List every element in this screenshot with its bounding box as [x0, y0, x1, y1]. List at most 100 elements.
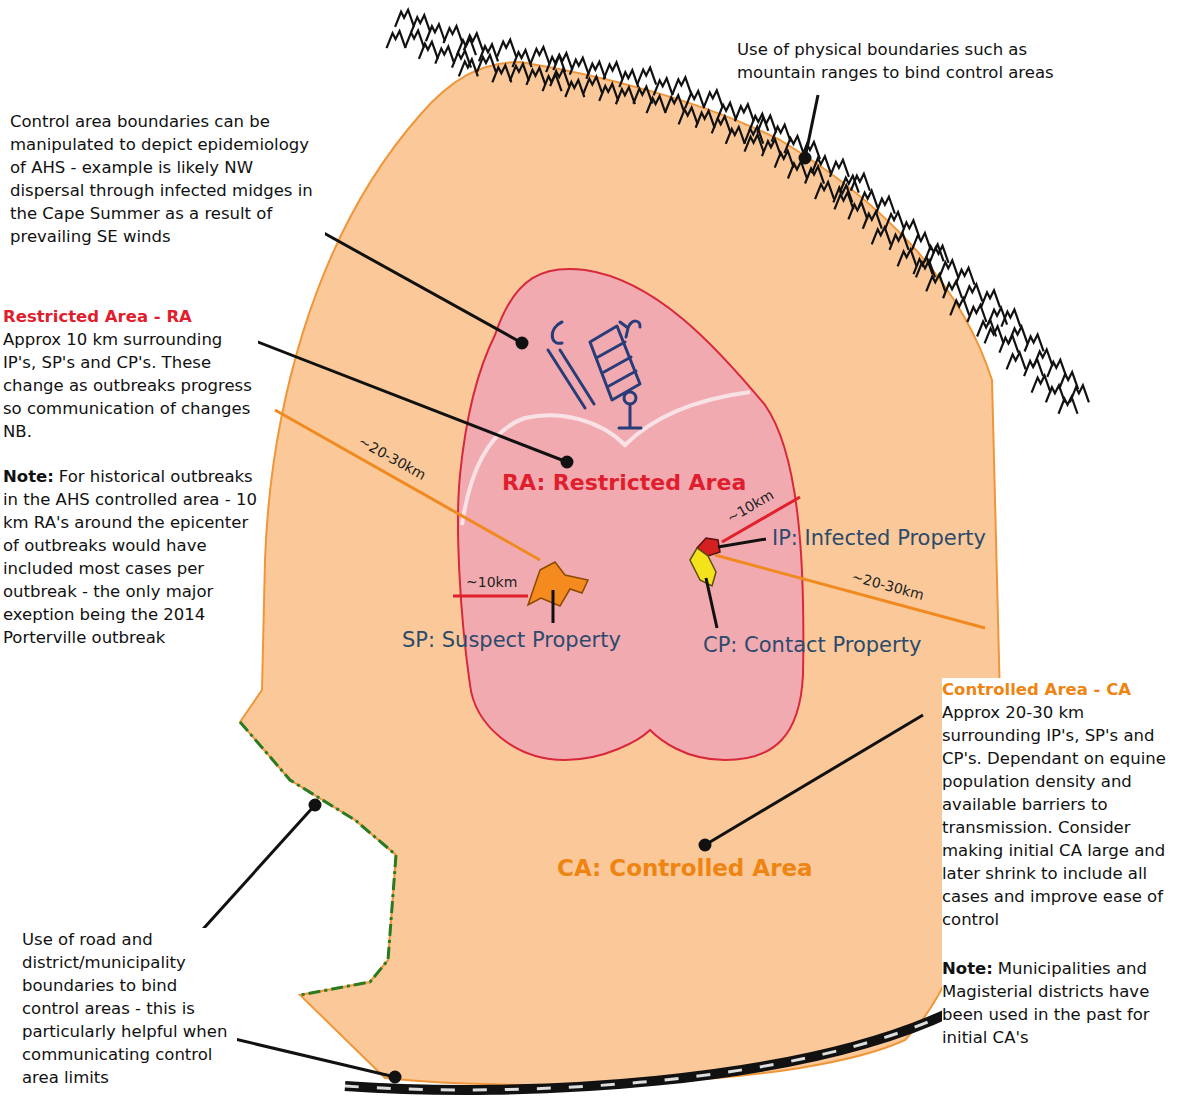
mountain-peak	[1032, 376, 1051, 393]
mountain-peak	[1024, 359, 1043, 376]
mountain-peak	[1009, 327, 1028, 344]
mountain-peak	[510, 64, 529, 81]
annotation-text: Use of road and district/municipality bo…	[22, 928, 237, 1089]
midge-body	[590, 326, 640, 400]
note-text: For historical outbreaks in the AHS cont…	[3, 467, 257, 647]
leader-line	[322, 232, 522, 343]
region-shape	[240, 62, 1000, 1085]
annotation-column: Controlled Area - CAApprox 20-30 km surr…	[942, 678, 1184, 1049]
restricted-area-region: RA: Restricted Area	[455, 265, 807, 762]
mountain-peak	[872, 227, 891, 244]
midge-antenna	[552, 322, 562, 343]
mountain-peak	[963, 284, 982, 301]
midge-leg	[560, 350, 594, 404]
leader-line	[706, 578, 717, 628]
controlled-radius-line	[275, 410, 540, 560]
leader-line	[805, 95, 818, 158]
mountain-peak	[876, 197, 895, 214]
mountain-peak	[426, 24, 445, 41]
mountain-peak	[735, 104, 754, 121]
note-heading: Note:	[942, 959, 993, 978]
leader-line	[552, 590, 555, 623]
leader-dot	[562, 457, 572, 467]
mountain-peak	[565, 80, 584, 97]
mountain-peak	[619, 70, 638, 87]
mountain-peak	[890, 233, 909, 250]
annotation-heading: Restricted Area - RA	[3, 305, 258, 328]
mountain-peak	[939, 260, 958, 277]
annotation-text: Approx 20-30 km surrounding IP's, SP's a…	[942, 701, 1184, 931]
mountain-peak	[981, 290, 1000, 307]
mountain-peak	[848, 202, 867, 219]
region-shape	[458, 269, 803, 760]
mountain-peak	[526, 68, 545, 85]
mountain-peak	[464, 33, 483, 50]
midge-stem	[619, 404, 641, 428]
mountain-peak	[717, 103, 736, 120]
mountain-peak	[435, 47, 454, 64]
property-label: SP: Suspect Property	[402, 627, 621, 653]
midge-head	[624, 392, 636, 404]
mountain-peak	[654, 78, 673, 95]
mountain-peak	[726, 127, 745, 144]
property-label: IP: Infected Property	[772, 525, 986, 551]
leader-dot	[800, 153, 810, 163]
annotation-text: Use of physical boundaries such as mount…	[737, 38, 1097, 84]
leader-line	[195, 805, 315, 938]
mountain-peak	[863, 212, 882, 229]
mountain-peak	[550, 69, 569, 86]
mountain-peak	[805, 167, 824, 184]
suspect-property-shape	[528, 562, 588, 606]
mountain-peak	[830, 160, 849, 177]
mountain-peak	[672, 77, 691, 94]
distance-label: ~10km	[466, 574, 517, 590]
midge-icon	[548, 321, 641, 428]
mountain-peak	[950, 298, 969, 315]
mountain-peak	[912, 233, 931, 250]
annotation-text: Approx 10 km surrounding IP's, SP's and …	[3, 328, 258, 443]
mountain-peak	[762, 139, 781, 156]
mountain-peak	[704, 90, 723, 107]
mountain-peak	[685, 91, 704, 108]
mountain-peak	[616, 87, 635, 104]
annotation-heading: Controlled Area - CA	[942, 678, 1184, 701]
mountain-peak	[815, 182, 834, 199]
mountain-peak	[757, 116, 776, 133]
controlled-radius-line	[715, 555, 985, 628]
mountain-peak	[604, 62, 623, 79]
contact-property-shape	[690, 548, 716, 586]
leader-line	[705, 715, 923, 845]
road	[345, 1010, 955, 1090]
mountain-peak	[497, 40, 516, 57]
mountain-peak	[1047, 360, 1066, 377]
mountain-peak	[665, 95, 684, 112]
midge-antenna	[620, 321, 640, 337]
note-heading: Note:	[3, 467, 54, 486]
note-paragraph: Note:For historical outbreaks in the AHS…	[3, 465, 258, 649]
restricted-area-highlight	[462, 392, 750, 525]
mountain-peak	[1046, 385, 1065, 402]
leader-line	[245, 337, 567, 462]
mountain-peak	[999, 336, 1018, 353]
mountain-peak	[599, 84, 618, 101]
controlled-area-region: CA: Controlled Area RA: Restricted Area	[230, 50, 1005, 1095]
region-label: CA: Controlled Area	[557, 855, 813, 881]
mountain-peak	[637, 68, 656, 85]
property-label: CP: Contact Property	[703, 632, 921, 658]
mountain-peak	[851, 174, 870, 191]
mountain-peak	[583, 77, 602, 94]
leader-line	[222, 1036, 395, 1077]
annotation-text: Control area boundaries can be manipulat…	[10, 110, 325, 248]
region-outline	[455, 265, 807, 762]
leader-line	[718, 539, 766, 547]
mountain-peak	[967, 305, 986, 322]
leader-dot	[310, 800, 320, 810]
mountain-peak	[477, 55, 496, 72]
leader-dot	[700, 840, 710, 850]
mountain-peak	[679, 107, 698, 124]
mountain-peak	[956, 268, 975, 285]
midge-segment	[598, 342, 636, 386]
mountain-peak	[943, 281, 962, 298]
mountain-peak	[775, 151, 794, 168]
